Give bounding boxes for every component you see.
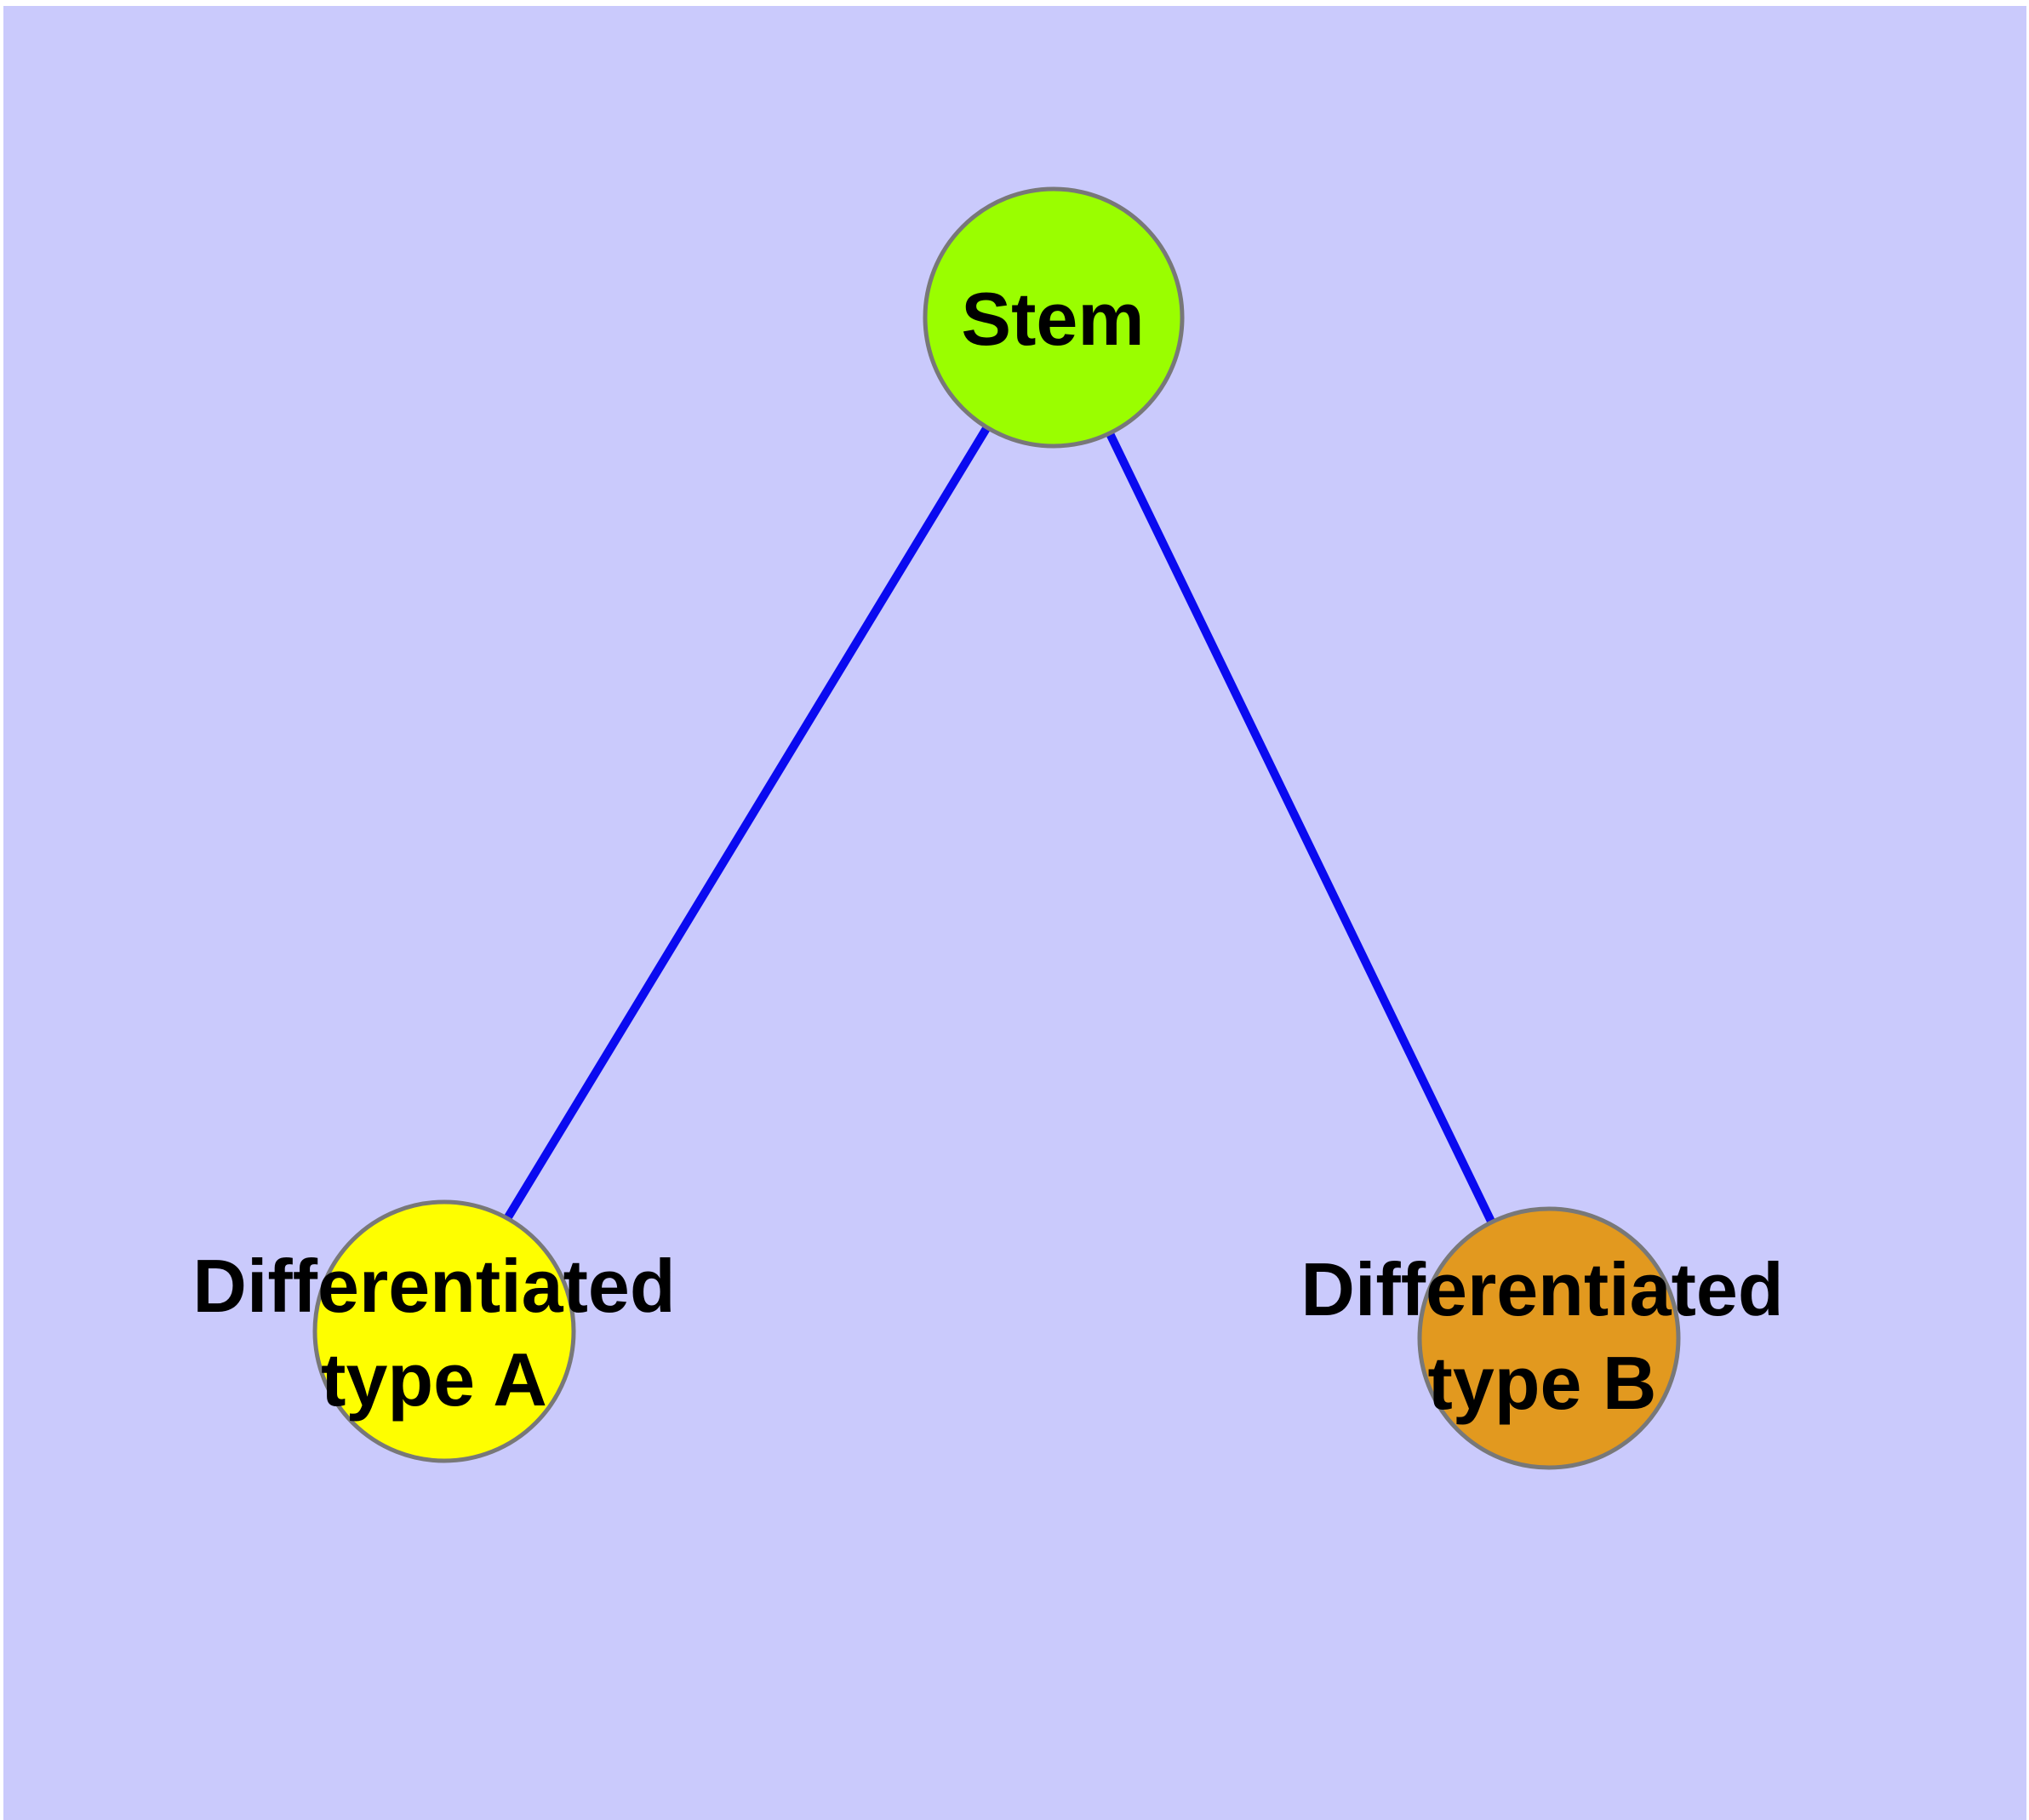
node-type-a-label-line2: type A bbox=[321, 1337, 547, 1422]
node-stem-label: Stem bbox=[961, 277, 1145, 361]
edge-stem-to-type-b bbox=[1049, 315, 1552, 1340]
node-type-b-circle bbox=[1417, 1206, 1681, 1470]
node-type-a-label-line1: Differentiated bbox=[192, 1244, 676, 1328]
node-type-b-label-line2: type B bbox=[1427, 1341, 1657, 1425]
node-type-b-label-line1: Differentiated bbox=[1300, 1247, 1784, 1331]
edge-stem-to-type-a bbox=[434, 315, 1058, 1335]
node-type-b-label: Differentiated type B bbox=[1300, 1243, 1783, 1430]
node-stem-circle bbox=[923, 186, 1185, 449]
node-type-a-circle bbox=[312, 1199, 576, 1463]
node-type-a-label: Differentiated type A bbox=[192, 1239, 675, 1427]
